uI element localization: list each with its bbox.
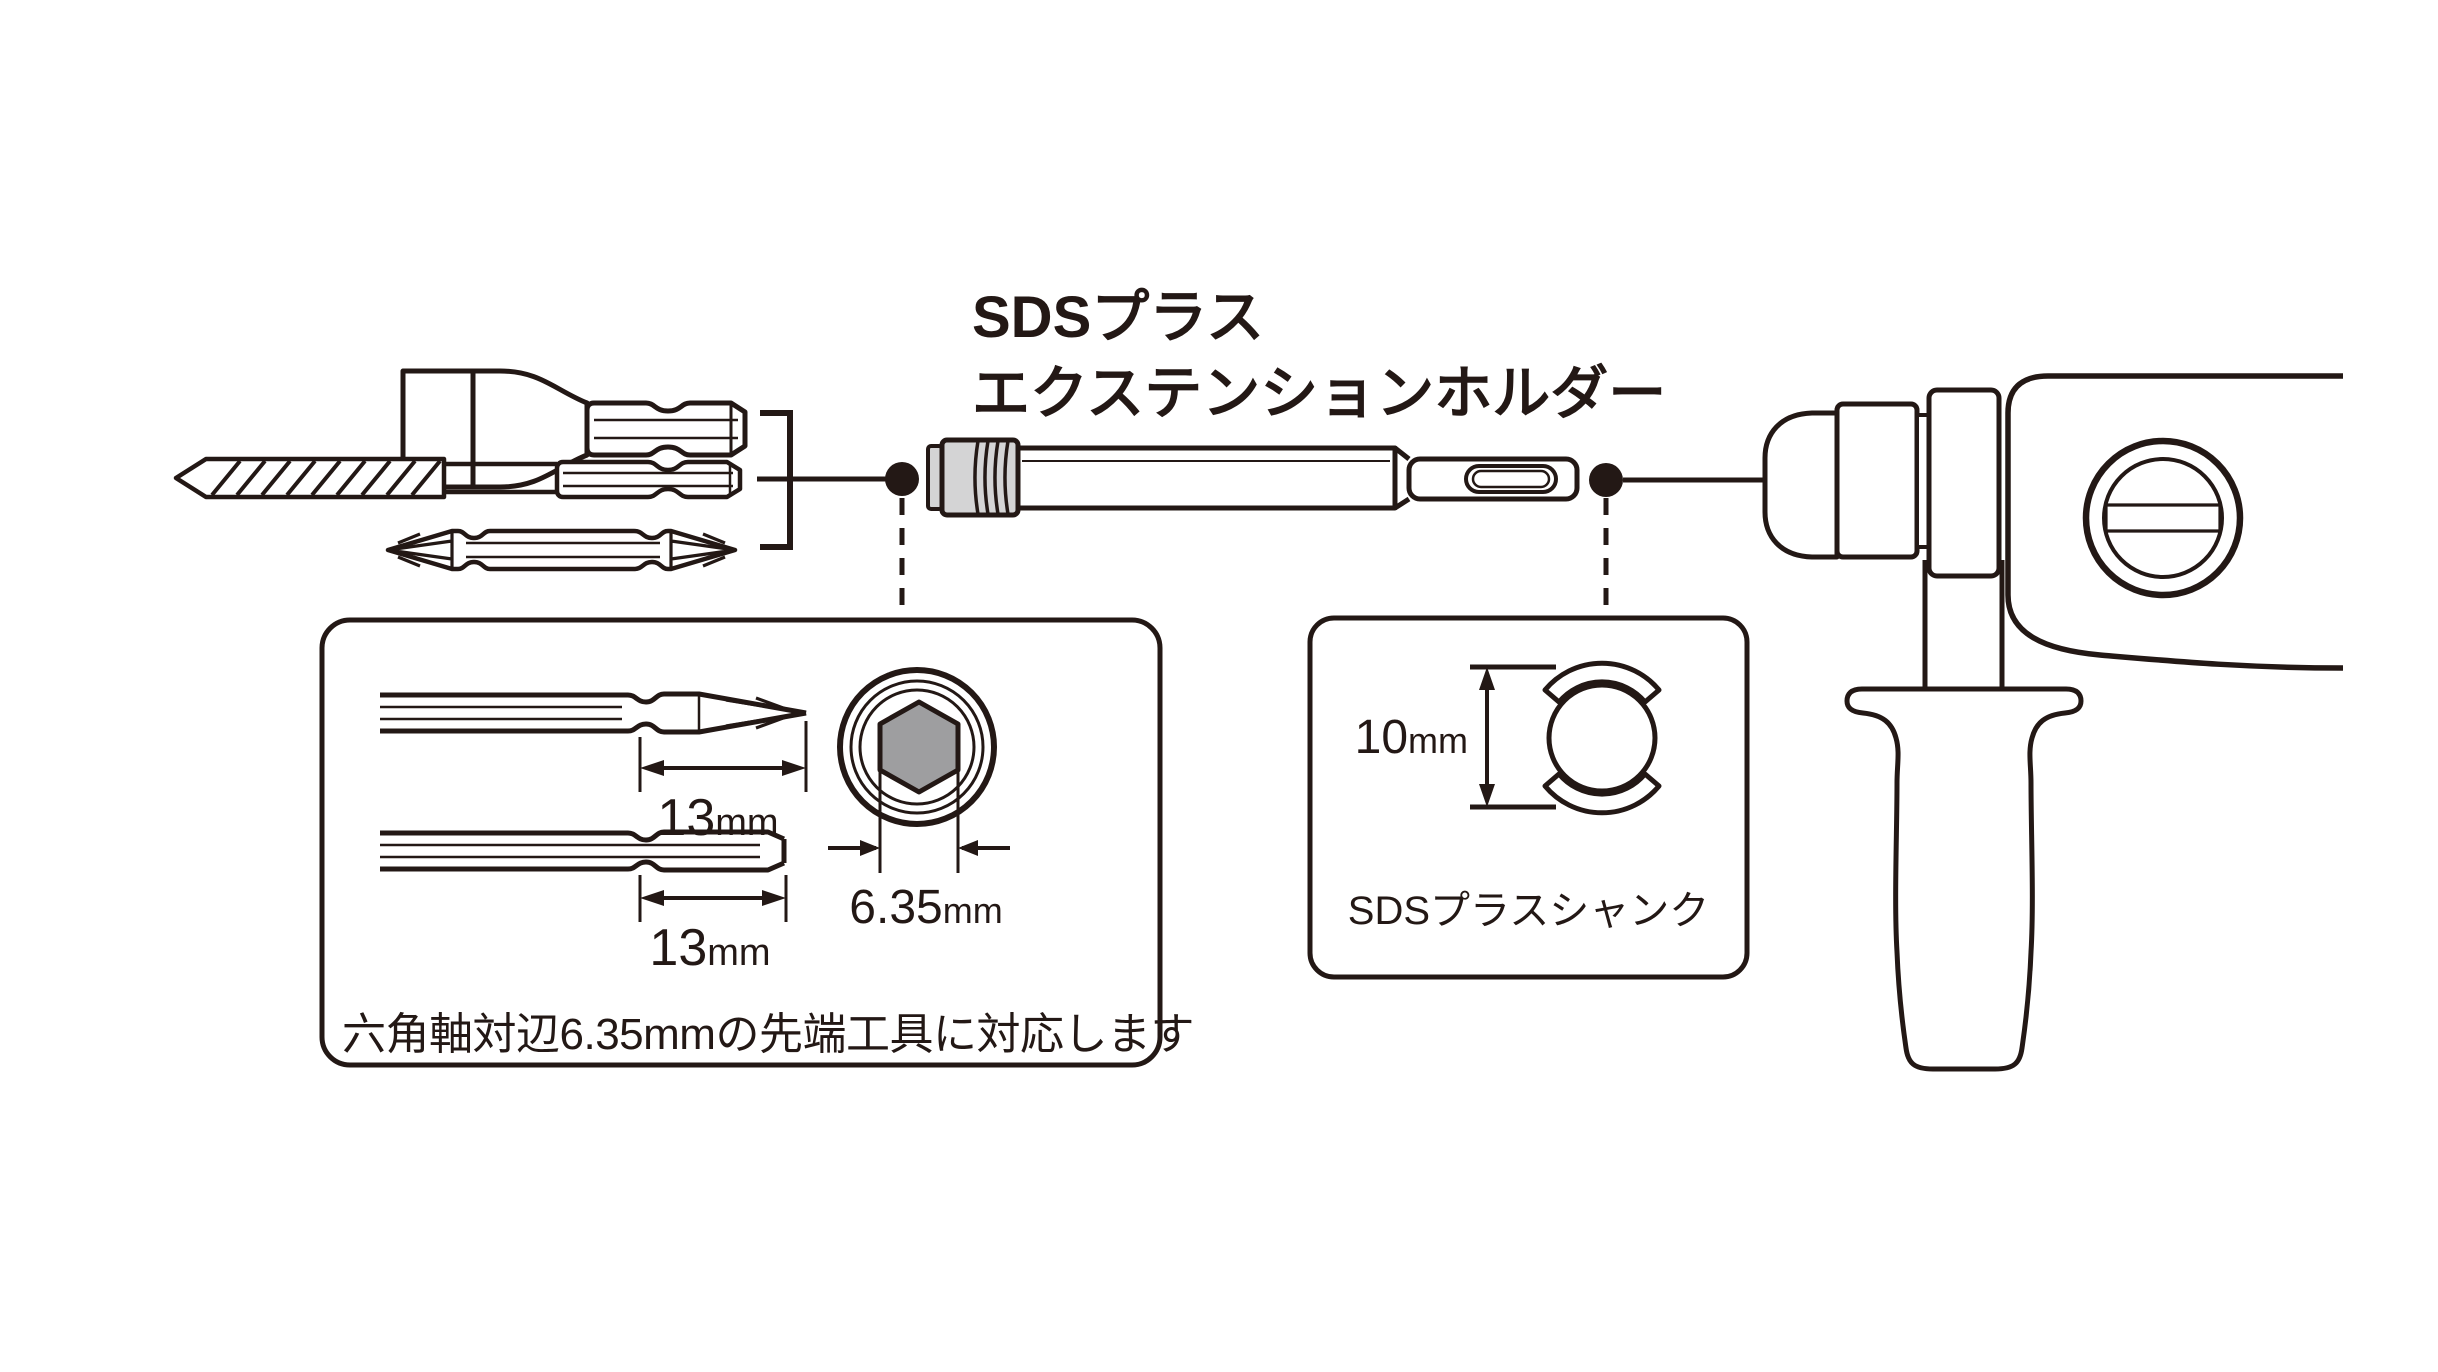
spiral-drill-bit-graphic (173, 456, 743, 500)
compatibility-note: 六角軸対辺6.35mmの先端工具に対応します (342, 1010, 1194, 1059)
drill-collar (1926, 387, 2002, 579)
sds-detail-box (1307, 615, 1750, 980)
drill-handle-stem (1922, 560, 2005, 688)
socket-adapter-bit-graphic (400, 368, 748, 490)
product-title: SDSプラス エクステンションホルダー (972, 280, 1666, 432)
holder-body (1015, 445, 1398, 511)
hex-cross-section (837, 667, 997, 827)
dimension-10mm (1470, 664, 1556, 810)
drill-handle-grip (1844, 686, 2084, 1072)
extension-holder-graphic (926, 437, 1580, 518)
hammer-drill-graphic (1762, 373, 2344, 1072)
drill-chuck-body (1834, 401, 1920, 560)
dimension-6.35mm (828, 765, 1010, 873)
product-title-line1: SDSプラス (972, 285, 1265, 350)
dimension-13mm-bottom (638, 875, 788, 922)
sds-cross-section (1542, 660, 1662, 816)
drill-body (2005, 373, 2344, 671)
shank-slot (1464, 464, 1558, 494)
product-title-line2: エクステンションホルダー (972, 361, 1667, 426)
double-ended-phillips-bit-graphic (385, 528, 738, 572)
phillips-bit-side-view (380, 691, 807, 735)
drill-chuck-nose (1762, 410, 1840, 560)
dim-label-10mm: 10mm (1354, 711, 1468, 764)
dimension-13mm-top (638, 721, 808, 792)
leader-dot-left (885, 462, 919, 496)
grouping-bracket (757, 410, 886, 550)
hex-shank-detail-box (319, 617, 1163, 1068)
dim-label-13mm-top: 13mm (657, 789, 779, 847)
drill-side-cap (2082, 437, 2244, 599)
dim-label-6.35mm: 6.35mm (849, 881, 1003, 934)
leader-dot-right (1589, 463, 1623, 497)
hex-bit-side-view (380, 829, 787, 873)
sds-shank-label: SDSプラスシャンク (1347, 889, 1710, 933)
dim-label-13mm-bottom: 13mm (649, 919, 771, 977)
